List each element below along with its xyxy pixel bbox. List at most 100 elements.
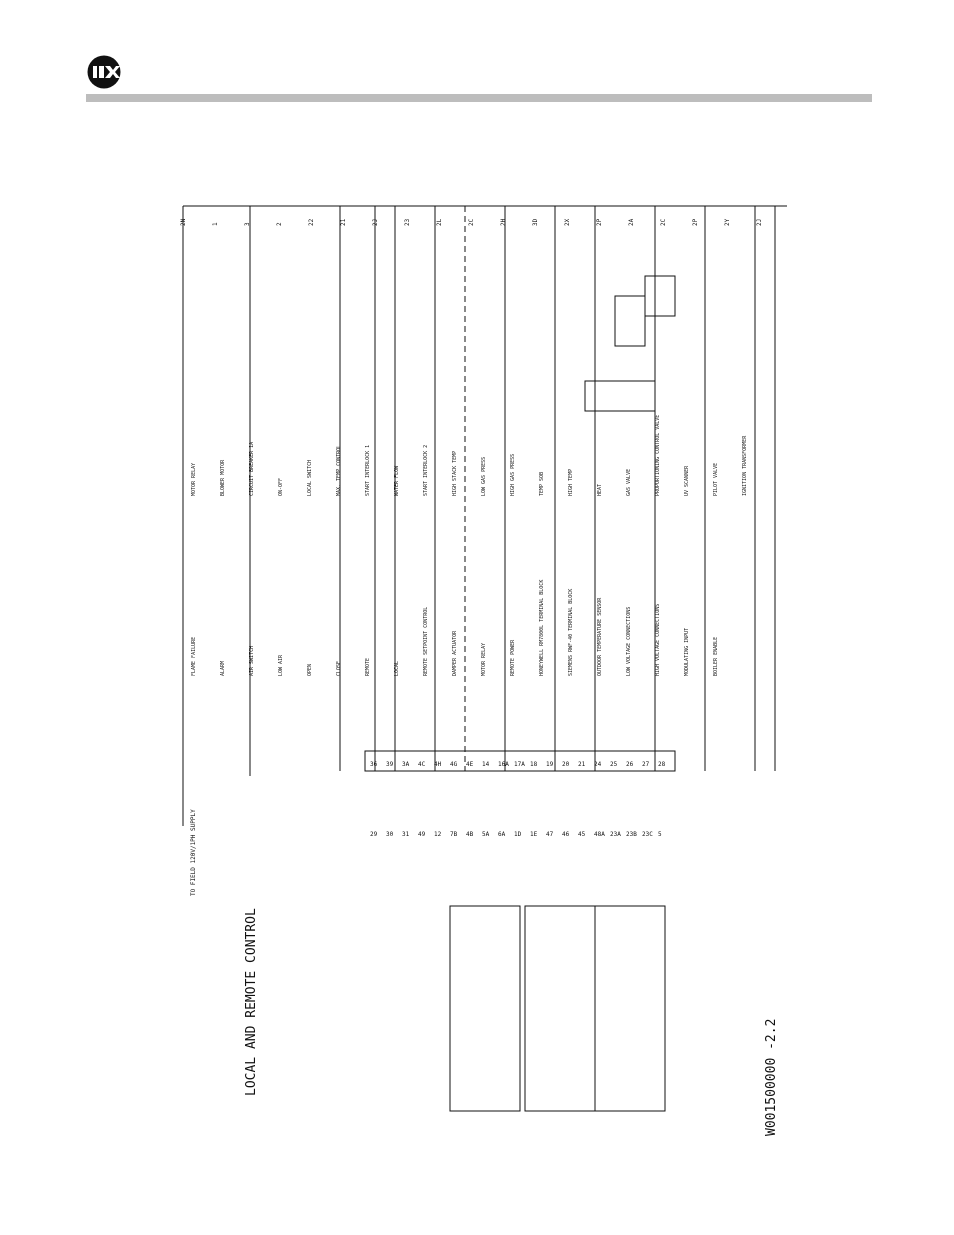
wire-label: 3 bbox=[244, 222, 251, 226]
component-label: REMOTE POWER bbox=[510, 639, 516, 676]
component-label: SIEMENS RWF-40 TERMINAL BLOCK bbox=[568, 589, 574, 676]
wire-label: 2L bbox=[436, 218, 443, 226]
terminal-number: 4E bbox=[466, 761, 474, 768]
diagram-title: LOCAL AND REMOTE CONTROL bbox=[244, 908, 259, 1096]
wiring-diagram: LOCAL AND REMOTE CONTROL W001500000 -2.2… bbox=[180, 205, 787, 1136]
wire-label: 3D bbox=[532, 218, 539, 226]
terminal-number: 28 bbox=[658, 761, 666, 768]
component-label: FLAME FAILURE bbox=[191, 637, 197, 676]
wire-label: 2H bbox=[500, 218, 507, 226]
component-label: REMOTE SETPOINT CONTROL bbox=[423, 607, 429, 676]
wire-label: 23 bbox=[404, 218, 411, 226]
terminal-number: 39 bbox=[386, 761, 394, 768]
component-label: PROPORTIONING CONTROL VALVE bbox=[655, 415, 661, 496]
wire-label: 2N bbox=[180, 218, 187, 226]
component-label: UV SCANNER bbox=[684, 465, 690, 496]
terminal-number: 1D bbox=[514, 831, 522, 838]
wire-label: 2J bbox=[756, 219, 763, 226]
wire-label: 2A bbox=[628, 218, 635, 226]
component-label: ALARM bbox=[220, 661, 226, 676]
terminal-number: 29 bbox=[370, 831, 378, 838]
terminal-number: 5 bbox=[658, 831, 662, 838]
component-label: CIRCUIT BREAKER 1A bbox=[249, 442, 255, 496]
wire-label: 2X bbox=[564, 218, 571, 226]
component-label: LOCAL SWITCH bbox=[307, 460, 313, 496]
wire-label: 22 bbox=[308, 218, 315, 226]
terminal-number: 21 bbox=[578, 761, 586, 768]
wire-label: 2 bbox=[276, 222, 283, 226]
component-label: AIR SWITCH bbox=[249, 646, 255, 676]
component-label: HEAT bbox=[597, 484, 603, 496]
wire-label: 1 bbox=[212, 222, 219, 226]
terminal-number: 12 bbox=[434, 831, 442, 838]
terminal-number: 23B bbox=[626, 831, 637, 838]
drawing-number: W001500000 -2.2 bbox=[764, 1019, 779, 1136]
component-label: MOTOR RELAY bbox=[481, 643, 487, 676]
wire-label: 2C bbox=[660, 218, 667, 226]
terminal-number: 18 bbox=[530, 761, 538, 768]
wire-label: 2P bbox=[692, 218, 699, 226]
component-label: MOTOR RELAY bbox=[191, 463, 197, 496]
wire-label: 2P bbox=[596, 218, 603, 226]
terminal-number: 26 bbox=[626, 761, 634, 768]
component-label: HIGH TEMP bbox=[568, 469, 574, 496]
terminal-number: 45 bbox=[578, 831, 586, 838]
terminal-number: 4B bbox=[466, 831, 474, 838]
header-rule bbox=[86, 94, 872, 102]
terminal-number: 30 bbox=[386, 831, 394, 838]
terminal-number: 49 bbox=[418, 831, 426, 838]
component-label: REMOTE bbox=[365, 658, 371, 676]
component-label: HIGH GAS PRESS bbox=[510, 454, 516, 496]
terminal-number: 25 bbox=[610, 761, 618, 768]
wire-label: 21 bbox=[340, 218, 347, 226]
component-label: GAS VALVE bbox=[626, 469, 632, 496]
terminal-number: 31 bbox=[402, 831, 410, 838]
wire-label: 2C bbox=[468, 218, 475, 226]
wire-label: 2J bbox=[372, 219, 379, 226]
component-label: DAMPER ACTUATOR bbox=[452, 630, 458, 676]
component-label: START INTERLOCK 2 bbox=[423, 445, 429, 496]
component-label: ON-OFF bbox=[278, 478, 284, 496]
component-label: HIGH STACK TEMP bbox=[452, 451, 458, 496]
component-label: IGNITION TRANSFORMER bbox=[742, 435, 748, 496]
component-label: START INTERLOCK 1 bbox=[365, 445, 371, 496]
component-label: CLOSE bbox=[336, 661, 342, 676]
terminal-number: 47 bbox=[546, 831, 554, 838]
terminal-number: 4G bbox=[450, 761, 458, 768]
component-label: BLOWER MOTOR bbox=[220, 459, 226, 496]
component-label: TEMP SOB bbox=[539, 472, 545, 496]
company-logo-icon bbox=[87, 55, 121, 89]
terminal-number: 20 bbox=[562, 761, 570, 768]
component-label: LOW AIR bbox=[278, 654, 284, 676]
component-label: WATER FLOW bbox=[394, 465, 400, 496]
terminal-number: 4C bbox=[418, 761, 426, 768]
terminal-number: 48A bbox=[594, 831, 605, 838]
terminal-number: 4H bbox=[434, 761, 442, 768]
terminal-number: 6A bbox=[498, 831, 506, 838]
component-label: LOW GAS PRESS bbox=[481, 457, 487, 496]
terminal-number: 19 bbox=[546, 761, 554, 768]
component-label: OPEN bbox=[307, 664, 313, 676]
component-label: PILOT VALVE bbox=[713, 463, 719, 496]
component-label: MODULATING INPUT bbox=[684, 628, 690, 676]
component-label: BOILER ENABLE bbox=[713, 637, 719, 676]
terminal-number: 24 bbox=[594, 761, 602, 768]
terminal-number: 23C bbox=[642, 831, 653, 838]
terminal-number: 16A bbox=[498, 761, 509, 768]
component-label: OUTDOOR TEMPERATURE SENSOR bbox=[597, 597, 603, 676]
terminal-number: 17A bbox=[514, 761, 525, 768]
terminal-number: 5A bbox=[482, 831, 490, 838]
wire-label: 2Y bbox=[724, 218, 731, 226]
component-label: HONEYWELL RM7800L TERMINAL BLOCK bbox=[539, 580, 545, 676]
terminal-number: 46 bbox=[562, 831, 570, 838]
terminal-number: 3A bbox=[402, 761, 410, 768]
terminal-number: 36 bbox=[370, 761, 378, 768]
supply-label: TO FIELD 120V/1PH SUPPLY bbox=[190, 809, 197, 896]
terminal-number: 14 bbox=[482, 761, 490, 768]
component-label: LOW VOLTAGE CONNECTIONS bbox=[626, 607, 632, 676]
component-label: MAX. TEMP CONTROL bbox=[336, 445, 342, 496]
terminal-number: 23A bbox=[610, 831, 621, 838]
terminal-number: 1E bbox=[530, 831, 538, 838]
terminal-number: 7B bbox=[450, 831, 458, 838]
component-label: HIGH VOLTAGE CONNECTIONS bbox=[655, 604, 661, 676]
